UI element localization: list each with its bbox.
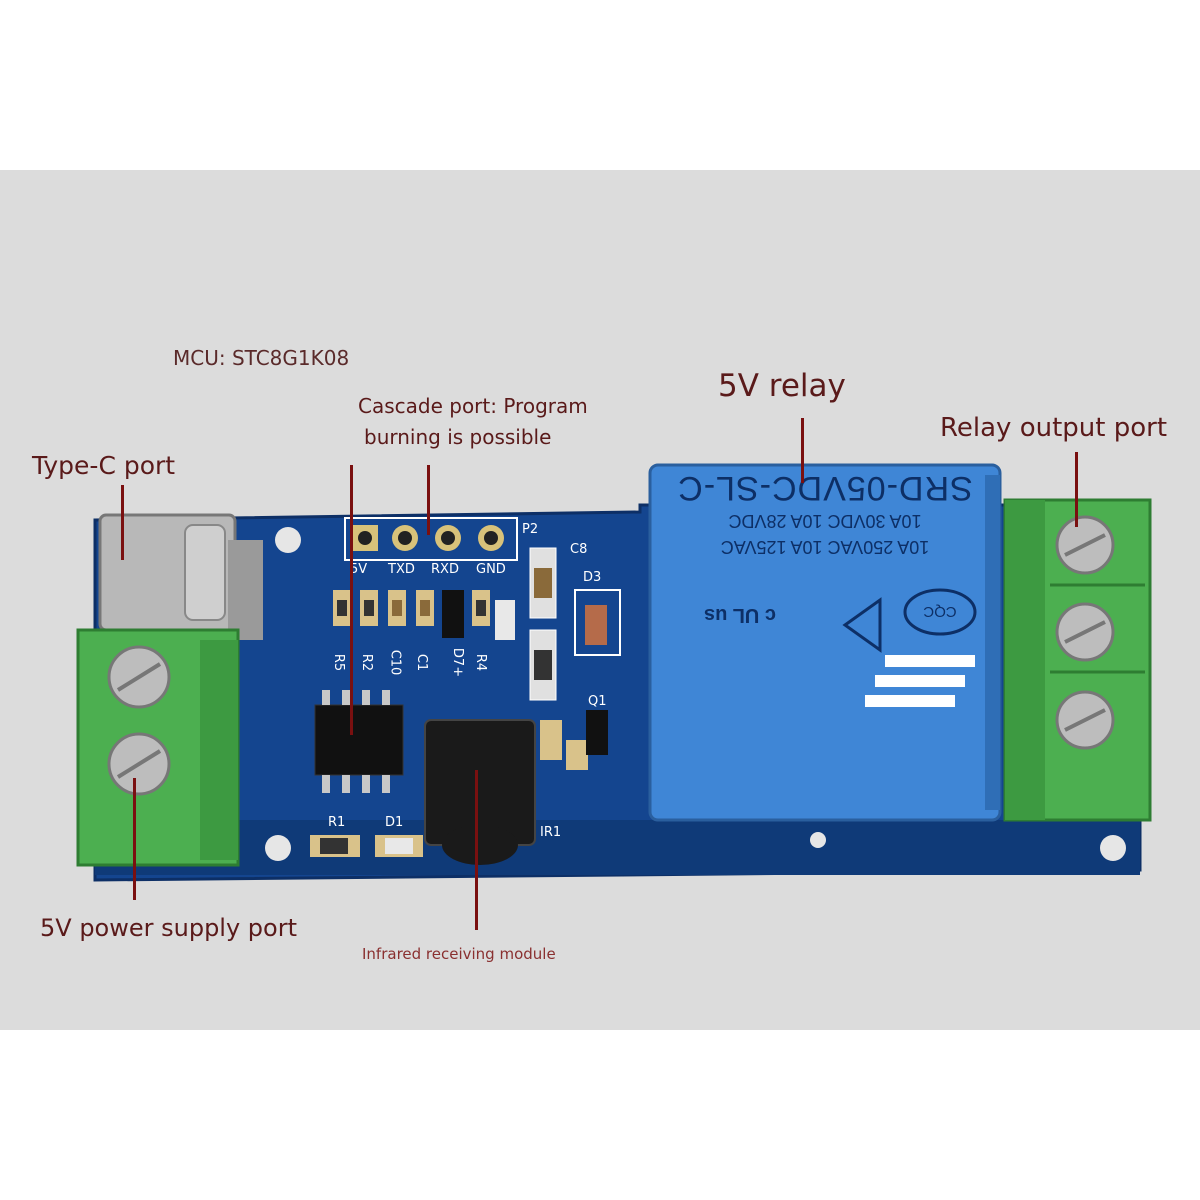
silk-d7: D7+ bbox=[450, 647, 466, 678]
silk-d3: D3 bbox=[583, 570, 602, 585]
relay-ul-text: c UL us bbox=[704, 604, 776, 626]
type-c-label: Type-C port bbox=[32, 451, 176, 480]
warning-triangle bbox=[842, 597, 882, 653]
pcb-lower-strip bbox=[95, 820, 1140, 875]
relay-cert-text: CQC bbox=[923, 603, 957, 620]
mount-hole bbox=[275, 527, 301, 553]
ir-label: Infrared receiving module bbox=[362, 945, 556, 963]
relay-output-pointer bbox=[1075, 452, 1078, 527]
pin-label-rxd: RXD bbox=[431, 562, 459, 577]
silk-c8: C8 bbox=[570, 542, 588, 557]
silk-c1: C1 bbox=[414, 653, 430, 672]
pin-label-gnd: GND bbox=[476, 562, 506, 577]
header-outline bbox=[344, 517, 518, 561]
relay-label: 5V relay bbox=[718, 368, 846, 404]
mcu-pointer bbox=[350, 465, 353, 735]
silk-r4: R4 bbox=[473, 653, 489, 672]
relay-pointer bbox=[801, 418, 804, 483]
ir-pointer bbox=[475, 770, 478, 930]
cascade-label-line1: Cascade port: Program bbox=[358, 394, 588, 418]
brand-logo bbox=[865, 655, 975, 707]
cascade-pointer bbox=[427, 465, 430, 535]
mount-hole bbox=[265, 835, 291, 861]
cert-mark bbox=[903, 588, 977, 636]
mount-hole bbox=[1100, 835, 1126, 861]
power-terminal-side bbox=[200, 640, 238, 860]
silk-r2: R2 bbox=[359, 653, 375, 672]
pin-label-5v: 5V bbox=[350, 562, 368, 577]
silk-r1: R1 bbox=[328, 815, 346, 830]
mount-hole bbox=[810, 832, 826, 848]
mcu-label: MCU: STC8G1K08 bbox=[173, 346, 350, 370]
type-c-opening bbox=[184, 524, 226, 621]
power-label: 5V power supply port bbox=[40, 914, 298, 942]
silk-c10: C10 bbox=[387, 649, 403, 676]
mcu-chip bbox=[314, 704, 404, 776]
silk-p2: P2 bbox=[522, 522, 539, 537]
silk-d1: D1 bbox=[385, 815, 404, 830]
type-c-pointer bbox=[121, 485, 124, 560]
relay-model-text: SRD-05VDC-SL-C bbox=[677, 469, 973, 507]
relay-rating-2: 10A 30VDC 10A 28VDC bbox=[728, 511, 922, 531]
relay-output-label: Relay output port bbox=[940, 413, 1168, 443]
power-pointer bbox=[133, 778, 136, 900]
type-c-pins bbox=[228, 540, 263, 640]
silk-q1: Q1 bbox=[588, 694, 607, 709]
silk-r5: R5 bbox=[331, 653, 347, 672]
cascade-label-line2: burning is possible bbox=[364, 425, 552, 449]
pin-label-txd: TXD bbox=[388, 562, 415, 577]
silk-ir1: IR1 bbox=[540, 825, 562, 840]
relay-rating-1: 10A 250VAC 10A 125VAC bbox=[720, 537, 930, 557]
